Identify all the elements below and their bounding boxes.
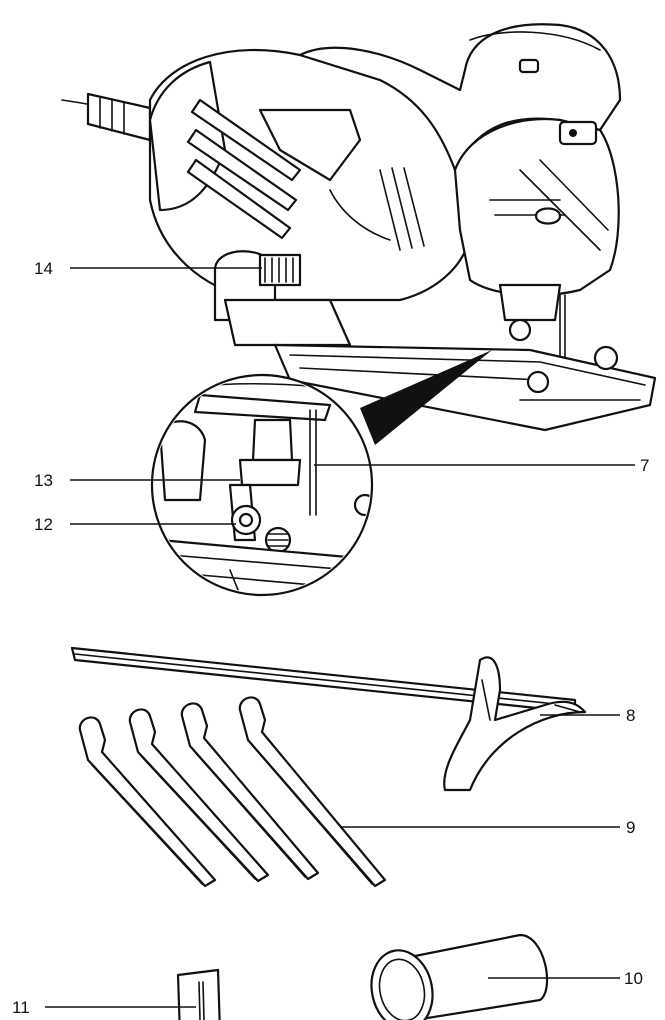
speed-switch bbox=[558, 120, 598, 146]
callout-10: 10 bbox=[624, 969, 643, 988]
detail-plunger bbox=[251, 418, 294, 462]
detail-blade bbox=[309, 409, 317, 516]
side-panel bbox=[258, 108, 362, 182]
saw-blade bbox=[78, 716, 217, 888]
guide-fence bbox=[443, 656, 587, 792]
handle-button bbox=[518, 58, 540, 74]
splinter-guard bbox=[176, 968, 221, 1020]
detail-holder bbox=[238, 458, 302, 487]
callout-8: 8 bbox=[626, 706, 635, 725]
detail-magnifier bbox=[150, 373, 374, 597]
vent-slot bbox=[186, 128, 298, 212]
saw-blade bbox=[128, 708, 270, 883]
zoom-wedge bbox=[360, 350, 492, 445]
cord-strain-relief bbox=[86, 92, 152, 142]
parallel-guide bbox=[70, 646, 587, 792]
handle bbox=[298, 23, 622, 172]
adapter-body bbox=[223, 298, 352, 347]
callout-14: 14 bbox=[34, 259, 53, 278]
detail-base bbox=[158, 538, 370, 593]
front-knob bbox=[534, 207, 562, 225]
detail-plate bbox=[193, 393, 332, 422]
saw-blade bbox=[180, 702, 320, 881]
jigsaw-illustration bbox=[61, 23, 657, 432]
saw-blades bbox=[78, 696, 387, 888]
front-head bbox=[453, 118, 620, 297]
bevel-lever bbox=[258, 253, 302, 287]
saw-blade bbox=[238, 696, 387, 888]
callout-11: 11 bbox=[12, 998, 30, 1017]
base-screw bbox=[593, 345, 619, 371]
callout-12: 12 bbox=[34, 515, 53, 534]
dust-adapter-tube bbox=[370, 933, 549, 1020]
callout-9: 9 bbox=[626, 818, 635, 837]
base-screw bbox=[526, 370, 550, 394]
vent-slot bbox=[190, 98, 302, 182]
callout-7: 7 bbox=[640, 456, 649, 475]
guide-roller bbox=[508, 318, 532, 342]
vent-slot bbox=[186, 158, 292, 240]
callout-13: 13 bbox=[34, 471, 53, 490]
blade-holder bbox=[498, 283, 562, 322]
